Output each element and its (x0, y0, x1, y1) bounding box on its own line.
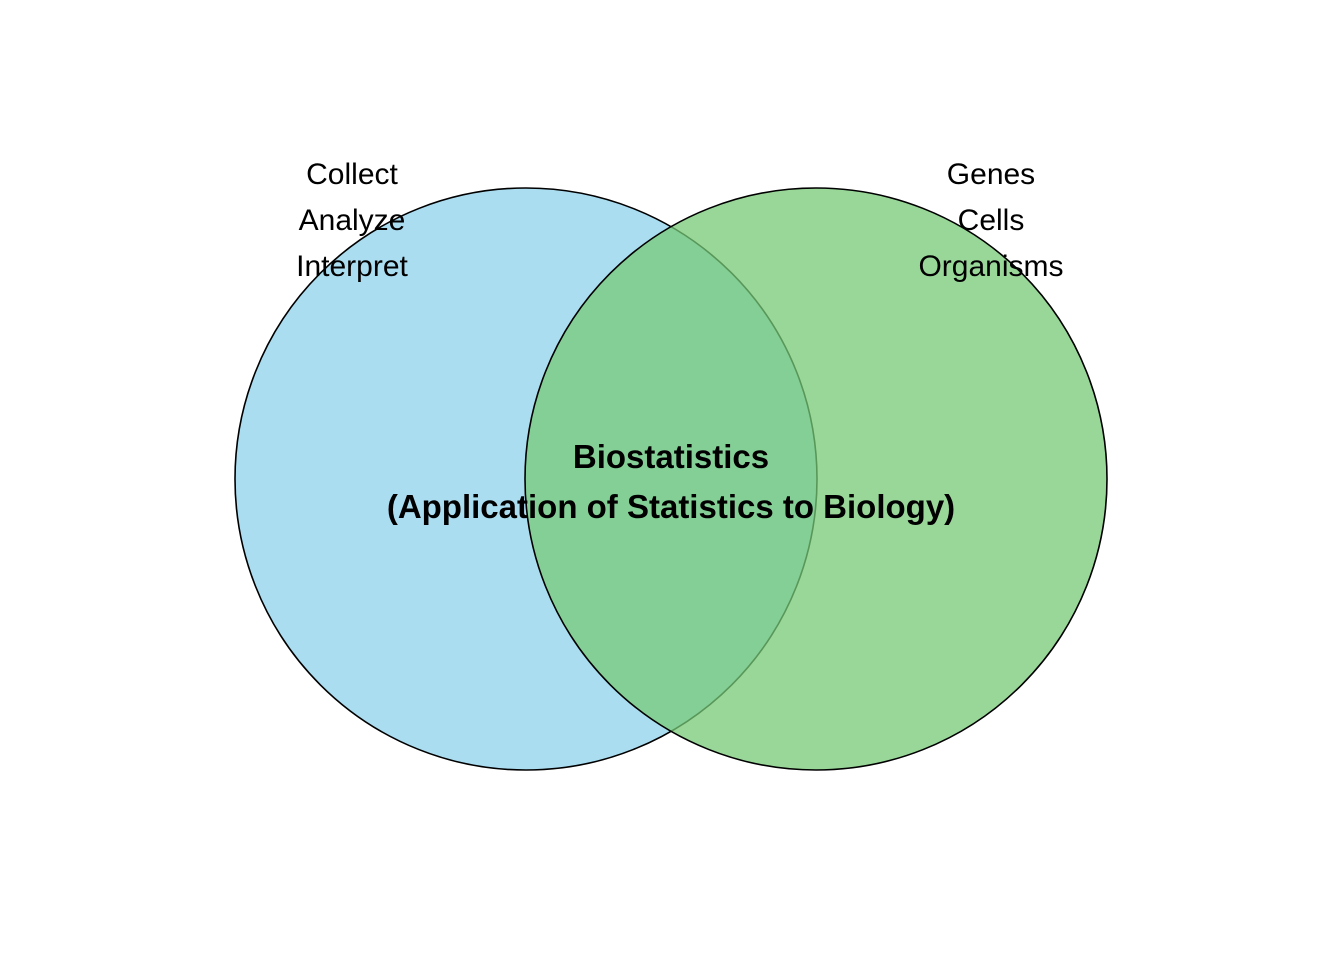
right-set-items: Genes Cells Organisms (918, 158, 1063, 283)
left-set-items: Collect Analyze Interpret (296, 158, 408, 283)
right-set-item: Cells (958, 204, 1025, 237)
left-set-item: Interpret (296, 250, 408, 283)
left-set-item: Analyze (299, 204, 406, 237)
right-set-circle (524, 187, 1108, 771)
right-set-item: Organisms (918, 250, 1063, 283)
intersection-subtitle: (Application of Statistics to Biology) (387, 488, 955, 525)
intersection-title: Biostatistics (573, 438, 769, 475)
left-set-item: Collect (306, 158, 398, 191)
right-set-item: Genes (947, 158, 1035, 191)
intersection-labels: Biostatistics (Application of Statistics… (387, 438, 955, 525)
